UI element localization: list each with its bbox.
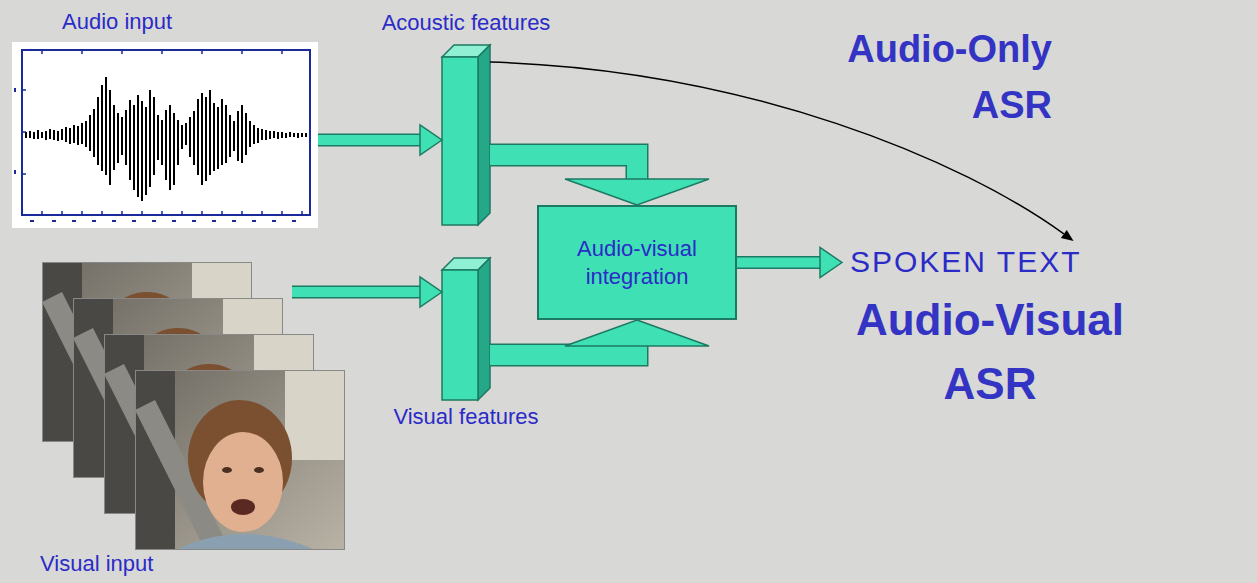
arrow-band <box>318 135 420 145</box>
arrow-outline <box>318 134 420 147</box>
asr-label: Audio-Only ASR <box>822 21 1052 133</box>
arrow-outline <box>490 155 637 179</box>
integration-box: Audio-visual integration <box>537 205 737 320</box>
plot-axes <box>22 50 310 215</box>
arrow-band <box>490 155 637 179</box>
video-frames-node: Visual input <box>42 262 345 550</box>
node-heading: Audio input <box>62 9 172 35</box>
feature-bar-node: Visual features <box>442 258 490 400</box>
speech-waveform <box>26 77 306 201</box>
arrow-head <box>420 125 442 155</box>
feature-bar-side <box>478 258 490 400</box>
arrow-outline <box>292 286 420 299</box>
feature-bar-side <box>478 45 490 225</box>
node-heading: Visual features <box>393 404 538 430</box>
waveform-node: Audio input <box>12 42 318 228</box>
video-frame <box>135 370 345 550</box>
arrow-head <box>565 179 709 205</box>
connector-arrow <box>737 248 842 278</box>
output-label: SPOKEN TEXT <box>848 244 1084 280</box>
arrow-head <box>1061 230 1074 241</box>
waveform-panel <box>12 42 318 228</box>
output-text-node: SPOKEN TEXT <box>848 244 1084 280</box>
node-heading: Acoustic features <box>382 10 551 36</box>
connector-arrow <box>490 155 709 205</box>
arrow-outline <box>737 256 820 269</box>
node-heading: Visual input <box>40 551 153 577</box>
connector-arrow <box>292 277 442 307</box>
arrow-outline <box>490 346 637 355</box>
feature-bar-node: Acoustic features <box>442 45 490 225</box>
arrow-band <box>737 258 820 268</box>
arrow-head <box>565 320 709 346</box>
box-label: Audio-visual integration <box>559 235 715 291</box>
arrow-head <box>420 277 442 307</box>
connector-arrow <box>318 125 442 155</box>
connector-arrow <box>490 320 709 355</box>
arrow-band <box>292 287 420 297</box>
arrow-head <box>820 248 842 278</box>
feature-bar-front <box>442 57 478 225</box>
feature-bar-front <box>442 270 478 400</box>
asr-label: Audio-Visual ASR <box>840 288 1140 416</box>
axis-tick-marks <box>15 88 296 221</box>
arrow-band <box>490 346 637 355</box>
